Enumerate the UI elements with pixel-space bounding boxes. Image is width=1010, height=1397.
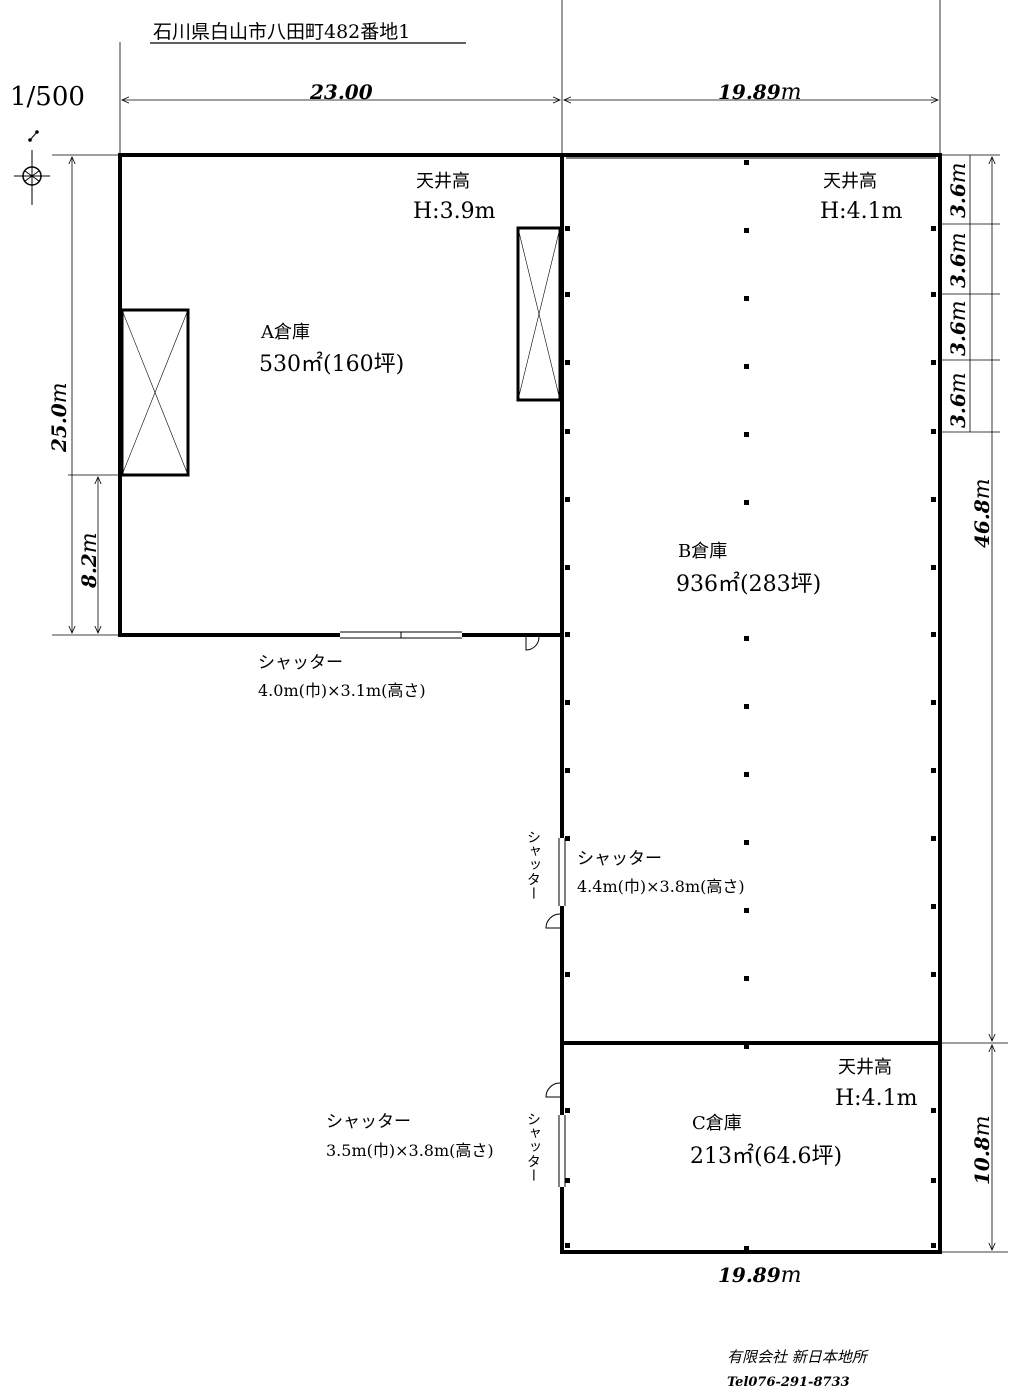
door-swing-a	[525, 636, 540, 651]
left-dimensions	[52, 154, 118, 636]
dim-bay-4: 3.6m	[946, 372, 971, 428]
dim-bay-3: 3.6m	[946, 300, 971, 356]
shutter-c-title: シャッター	[326, 1112, 411, 1132]
a-area: 530㎡(160坪)	[259, 351, 404, 377]
north-compass-icon	[14, 130, 50, 205]
dim-b-depth: 46.8m	[970, 478, 995, 548]
scale-label: 1/500	[10, 82, 85, 112]
building-walls	[118, 153, 942, 1254]
a-name: A倉庫	[260, 322, 310, 343]
c-ceiling-value: H:4.1m	[835, 1086, 918, 1111]
address-title: 石川県白山市八田町482番地1	[153, 21, 410, 43]
shutter-a-opening	[340, 631, 462, 639]
dim-bay-1: 3.6m	[946, 162, 971, 218]
shutter-b-size: 4.4m(巾)×3.8m(高さ)	[577, 877, 745, 896]
shutter-a-size: 4.0m(巾)×3.1m(高さ)	[258, 681, 426, 700]
dim-a-depth: 25.0m	[47, 382, 72, 453]
shutter-c-size: 3.5m(巾)×3.8m(高さ)	[326, 1141, 494, 1160]
c-area: 213㎡(64.6坪)	[690, 1143, 842, 1169]
c-ceiling-label: 天井高	[838, 1057, 892, 1078]
stair-box-left	[120, 308, 190, 477]
shutter-a-title: シャッター	[258, 653, 343, 673]
dim-bay-2: 3.6m	[946, 232, 971, 288]
shutter-c-vertical-label: シャッター	[525, 1112, 541, 1182]
shutter-c-opening	[558, 1115, 566, 1187]
a-ceiling-value: H:3.9m	[413, 199, 496, 224]
dim-c-depth: 10.8m	[970, 1115, 995, 1185]
b-ceiling-value: H:4.1m	[820, 199, 903, 224]
dim-a-width: 23.00	[309, 80, 373, 104]
a-ceiling-label: 天井高	[416, 171, 470, 192]
warehouse-bc-wall	[560, 153, 942, 1254]
b-name: B倉庫	[678, 541, 727, 562]
door-swing-b	[545, 913, 561, 929]
company-tel: Tel076-291-8733	[727, 1375, 850, 1390]
warehouse-a-wall	[118, 153, 564, 637]
dim-a-sub: 8.2m	[77, 532, 102, 589]
c-name: C倉庫	[692, 1113, 742, 1134]
shutter-b-opening	[558, 838, 566, 906]
shutter-b-vertical-label: シャッター	[525, 830, 541, 900]
dim-c-width: 19.89m	[718, 1263, 802, 1288]
stair-box-right	[516, 226, 562, 402]
top-dimensions	[119, 0, 941, 155]
dim-b-width: 19.89m	[718, 80, 802, 105]
shutter-b-title: シャッター	[577, 849, 662, 869]
door-swing-c	[545, 1082, 561, 1098]
right-dimensions	[942, 154, 1008, 1253]
b-ceiling-label: 天井高	[823, 171, 877, 192]
b-area: 936㎡(283坪)	[676, 571, 821, 597]
column-markers	[565, 160, 936, 1251]
company-name: 有限会社 新日本地所	[727, 1348, 869, 1366]
